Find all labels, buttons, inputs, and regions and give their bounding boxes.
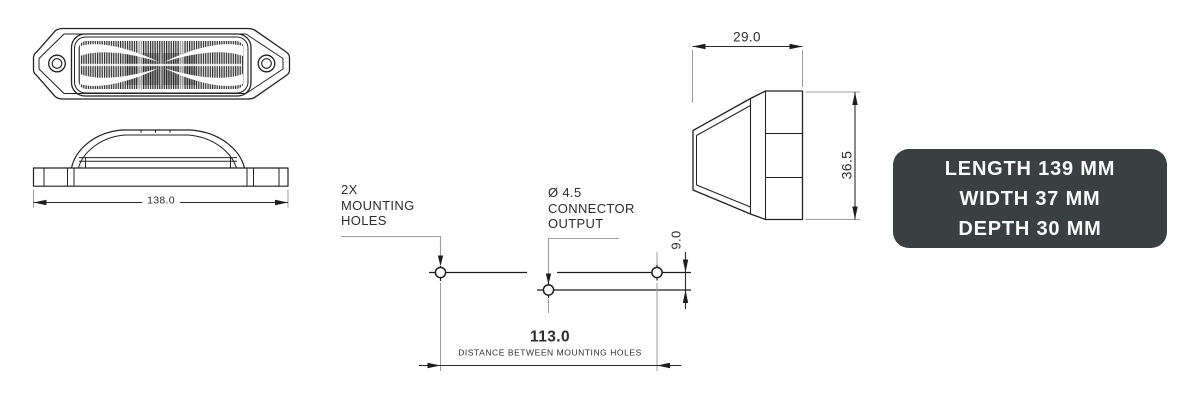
dim-label-length-138: 138.0: [142, 193, 180, 209]
reflector-highlight-top-left: [80, 44, 159, 62]
leader-mounting-holes: [341, 235, 442, 256]
dimensions-badge: LENGTH 139 MM WIDTH 37 MM DEPTH 30 MM: [893, 149, 1167, 248]
front-right-hole-outer: [257, 54, 276, 73]
arrowhead: [427, 362, 441, 369]
front-view-drawing: [32, 27, 291, 100]
dim-label-offset-9: 9.0: [668, 230, 684, 250]
cone-inner-top: [696, 105, 751, 136]
reflector-highlight-bottom-left: [80, 68, 159, 86]
cone-inner-bottom: [696, 184, 751, 208]
dim-label-distance-113: 113.0: [530, 328, 570, 346]
profile-view-drawing: [32, 129, 289, 187]
arrowhead: [789, 43, 803, 50]
front-right-hole-inner: [261, 58, 272, 69]
arrowhead: [682, 259, 689, 273]
leader-connector-output: [547, 237, 619, 274]
annotation-mounting-holes: 2X MOUNTING HOLES: [341, 182, 415, 228]
dim-113: [419, 362, 682, 369]
dim-36-5: [805, 91, 860, 220]
arrowhead: [657, 362, 670, 369]
profile-base: [32, 167, 289, 187]
arrowhead: [682, 290, 689, 303]
badge-depth-line: DEPTH 30 MM: [958, 217, 1102, 240]
dim-label-depth-29: 29.0: [733, 29, 761, 45]
reflector-highlight-bottom-right: [164, 68, 243, 86]
dim-label-distance-note: DISTANCE BETWEEN MOUNTING HOLES: [458, 347, 642, 358]
cone-outline: [692, 90, 804, 221]
lens-midline-highlight: [81, 63, 242, 67]
leader-arrowhead: [545, 273, 552, 285]
arrowhead: [852, 92, 858, 105]
arrowhead: [852, 206, 858, 220]
lens-inner-frame: [74, 36, 249, 94]
annotation-connector-output: Ø 4.5 CONNECTOR OUTPUT: [548, 185, 635, 231]
badge-length-line: LENGTH 139 MM: [944, 157, 1116, 180]
mounting-hole-left-symbol: [434, 266, 447, 279]
dim-label-height-36-5: 36.5: [838, 150, 855, 180]
mounting-bracket-outline: [32, 27, 291, 100]
mounting-hole-diagram: [341, 235, 691, 371]
connector-output-symbol: [542, 284, 555, 296]
arrowhead: [692, 43, 706, 50]
mounting-hole-right-symbol: [651, 266, 663, 279]
front-left-hole-inner: [51, 58, 63, 69]
profile-dome-inner: [78, 134, 237, 169]
front-left-hole-outer: [48, 54, 66, 73]
dim-9: [682, 252, 689, 309]
leader-arrowhead: [437, 255, 444, 267]
side-cone-view-drawing: [692, 90, 804, 221]
arrowhead: [275, 199, 288, 206]
profile-dome-outer: [70, 129, 246, 169]
badge-width-line: WIDTH 37 MM: [959, 187, 1101, 210]
arrowhead: [33, 199, 47, 206]
lens-outer-frame: [70, 33, 252, 97]
dim-29: [692, 43, 803, 103]
reflector-highlight-top-right: [164, 44, 243, 62]
